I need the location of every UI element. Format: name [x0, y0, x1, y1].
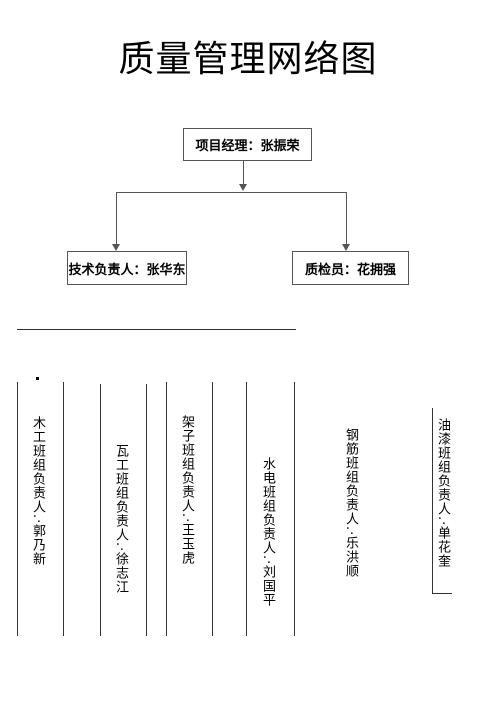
team-label-scaffold: 架子班组负责人.·王玉虎: [179, 415, 194, 566]
team-label-carpentry: 木工班组负责人.·郭乃新: [30, 416, 45, 567]
team-column-carpentry: [17, 382, 64, 636]
team-label-plumbing: 水电班组负责人.·刘国平: [260, 457, 275, 608]
inspector-box: 质检员：花拥强: [292, 251, 409, 285]
team-label-rebar: 钢筋班组负责人.·乐洪顺: [343, 428, 358, 579]
connector-manager-down: [243, 161, 244, 185]
connector-right-down: [346, 192, 347, 245]
connector-horizontal: [116, 192, 347, 193]
page-title: 质量管理网络图: [118, 39, 378, 80]
arrow-icon: [342, 244, 350, 251]
team-column-painting: [432, 408, 452, 594]
team-column-masonry: [100, 384, 147, 636]
team-column-plumbing: [246, 382, 295, 636]
tech-lead-box: 技术负责人：张华东: [67, 251, 187, 285]
arrow-icon: [112, 244, 120, 251]
team-label-masonry: 瓦工班组负责人.·徐志江: [113, 444, 128, 595]
manager-box: 项目经理：张振荣: [183, 128, 312, 161]
team-label-painting: 油漆班组负责人.·单花奎: [435, 418, 450, 569]
connector-left-down: [116, 192, 117, 245]
bullet-mark: [36, 377, 39, 380]
arrow-icon: [239, 184, 247, 191]
team-column-scaffold: [166, 382, 213, 636]
separator-line: [17, 329, 296, 330]
